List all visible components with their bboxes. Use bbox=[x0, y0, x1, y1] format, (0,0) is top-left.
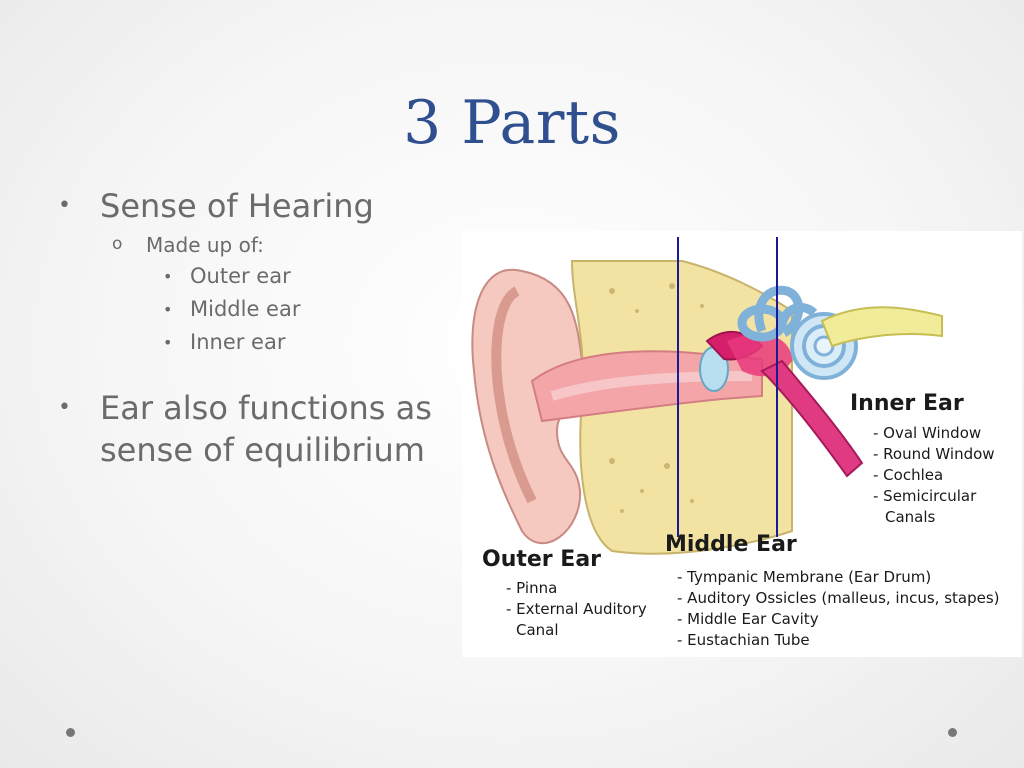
label-round-window: - Round Window bbox=[873, 445, 995, 463]
middle-ear-list: - Tympanic Membrane (Ear Drum) - Auditor… bbox=[677, 567, 1000, 651]
label-semicircular: - Semicircular bbox=[873, 487, 977, 505]
bullet-sense-of-hearing: • Sense of Hearing bbox=[58, 186, 458, 226]
list-item-text: Middle ear bbox=[190, 297, 301, 321]
corner-decoration-right bbox=[948, 728, 957, 737]
bullet-text: Ear also functions as sense of equilibri… bbox=[100, 389, 432, 469]
sub-bullet-marker: o bbox=[112, 234, 123, 254]
ear-anatomy-illustration bbox=[471, 237, 943, 555]
slide-title: 3 Parts bbox=[403, 88, 621, 158]
list-item-inner-ear: • Inner ear bbox=[58, 326, 458, 359]
label-canals: Canals bbox=[885, 508, 936, 526]
bullet-text: Sense of Hearing bbox=[100, 187, 374, 225]
corner-decoration-left bbox=[66, 728, 75, 737]
outer-ear-list: - Pinna - External Auditory Canal bbox=[506, 578, 647, 641]
sub-bullet-made-up-of: o Made up of: bbox=[58, 230, 458, 260]
inner-ear-heading: Inner Ear bbox=[850, 391, 964, 416]
semicircular-canals bbox=[737, 285, 818, 342]
bullet-dot: • bbox=[58, 395, 71, 420]
sub-bullet-text: Made up of: bbox=[146, 233, 264, 257]
label-pinna: - Pinna bbox=[506, 579, 558, 597]
label-tympanic-membrane: - Tympanic Membrane (Ear Drum) bbox=[677, 568, 932, 586]
label-eustachian-tube: - Eustachian Tube bbox=[677, 631, 810, 649]
eustachian-tube bbox=[760, 359, 864, 478]
list-item-text: Outer ear bbox=[190, 264, 291, 288]
bullet-dot: • bbox=[163, 300, 173, 319]
label-middle-ear-cavity: - Middle Ear Cavity bbox=[677, 610, 819, 628]
middle-ear-heading: Middle Ear bbox=[665, 532, 797, 557]
label-canal: Canal bbox=[516, 621, 559, 639]
label-external-auditory: - External Auditory bbox=[506, 600, 647, 618]
inner-ear-list: - Oval Window - Round Window - Cochlea -… bbox=[873, 423, 995, 528]
auditory-nerve bbox=[820, 306, 943, 348]
list-item-text: Inner ear bbox=[190, 330, 286, 354]
bullet-dot: • bbox=[163, 333, 173, 352]
bullet-dot: • bbox=[58, 193, 71, 218]
label-oval-window: - Oval Window bbox=[873, 424, 982, 442]
label-cochlea: - Cochlea bbox=[873, 466, 944, 484]
ear-anatomy-figure: Inner Ear - Oval Window - Round Window -… bbox=[462, 231, 1022, 657]
bullet-list: • Sense of Hearing o Made up of: • Outer… bbox=[58, 186, 458, 471]
list-item-middle-ear: • Middle ear bbox=[58, 293, 458, 326]
bullet-equilibrium: • Ear also functions as sense of equilib… bbox=[58, 387, 458, 471]
bullet-dot: • bbox=[163, 267, 173, 286]
label-auditory-ossicles: - Auditory Ossicles (malleus, incus, sta… bbox=[677, 589, 1000, 607]
outer-ear-heading: Outer Ear bbox=[482, 547, 602, 572]
bone-texture bbox=[609, 283, 704, 513]
pinna-inner-fold bbox=[491, 286, 537, 504]
list-item-outer-ear: • Outer ear bbox=[58, 260, 458, 293]
